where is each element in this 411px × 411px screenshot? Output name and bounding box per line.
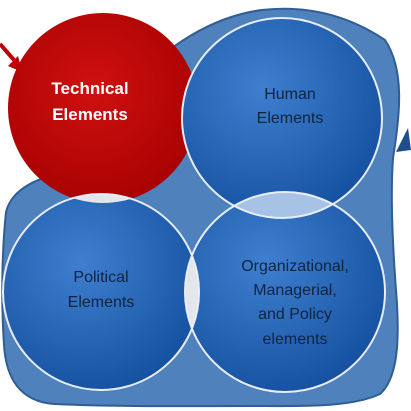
human-circle-outline (181, 17, 383, 219)
technical-label-line1: Technical (51, 79, 128, 98)
organizational-label-line1: Organizational, (241, 258, 349, 275)
organizational-label-line3: and Policy (258, 306, 332, 323)
human-label-line2: Elements (257, 110, 324, 127)
political-elements-circle (3, 194, 199, 390)
political-label-line2: Elements (68, 294, 135, 311)
technical-label-line2: Elements (52, 105, 128, 124)
political-circle-outline (2, 193, 200, 391)
organizational-label-line2: Managerial, (253, 282, 337, 299)
organizational-label-line4: elements (263, 331, 328, 348)
political-label-line1: Political (73, 269, 128, 286)
right-arrow-icon (396, 128, 411, 152)
organizational-elements-circle (185, 192, 385, 392)
technical-elements-circle (8, 13, 198, 203)
human-elements-circle (182, 18, 382, 218)
human-label-line1: Human (264, 86, 316, 103)
organizational-circle-outline (184, 191, 386, 393)
